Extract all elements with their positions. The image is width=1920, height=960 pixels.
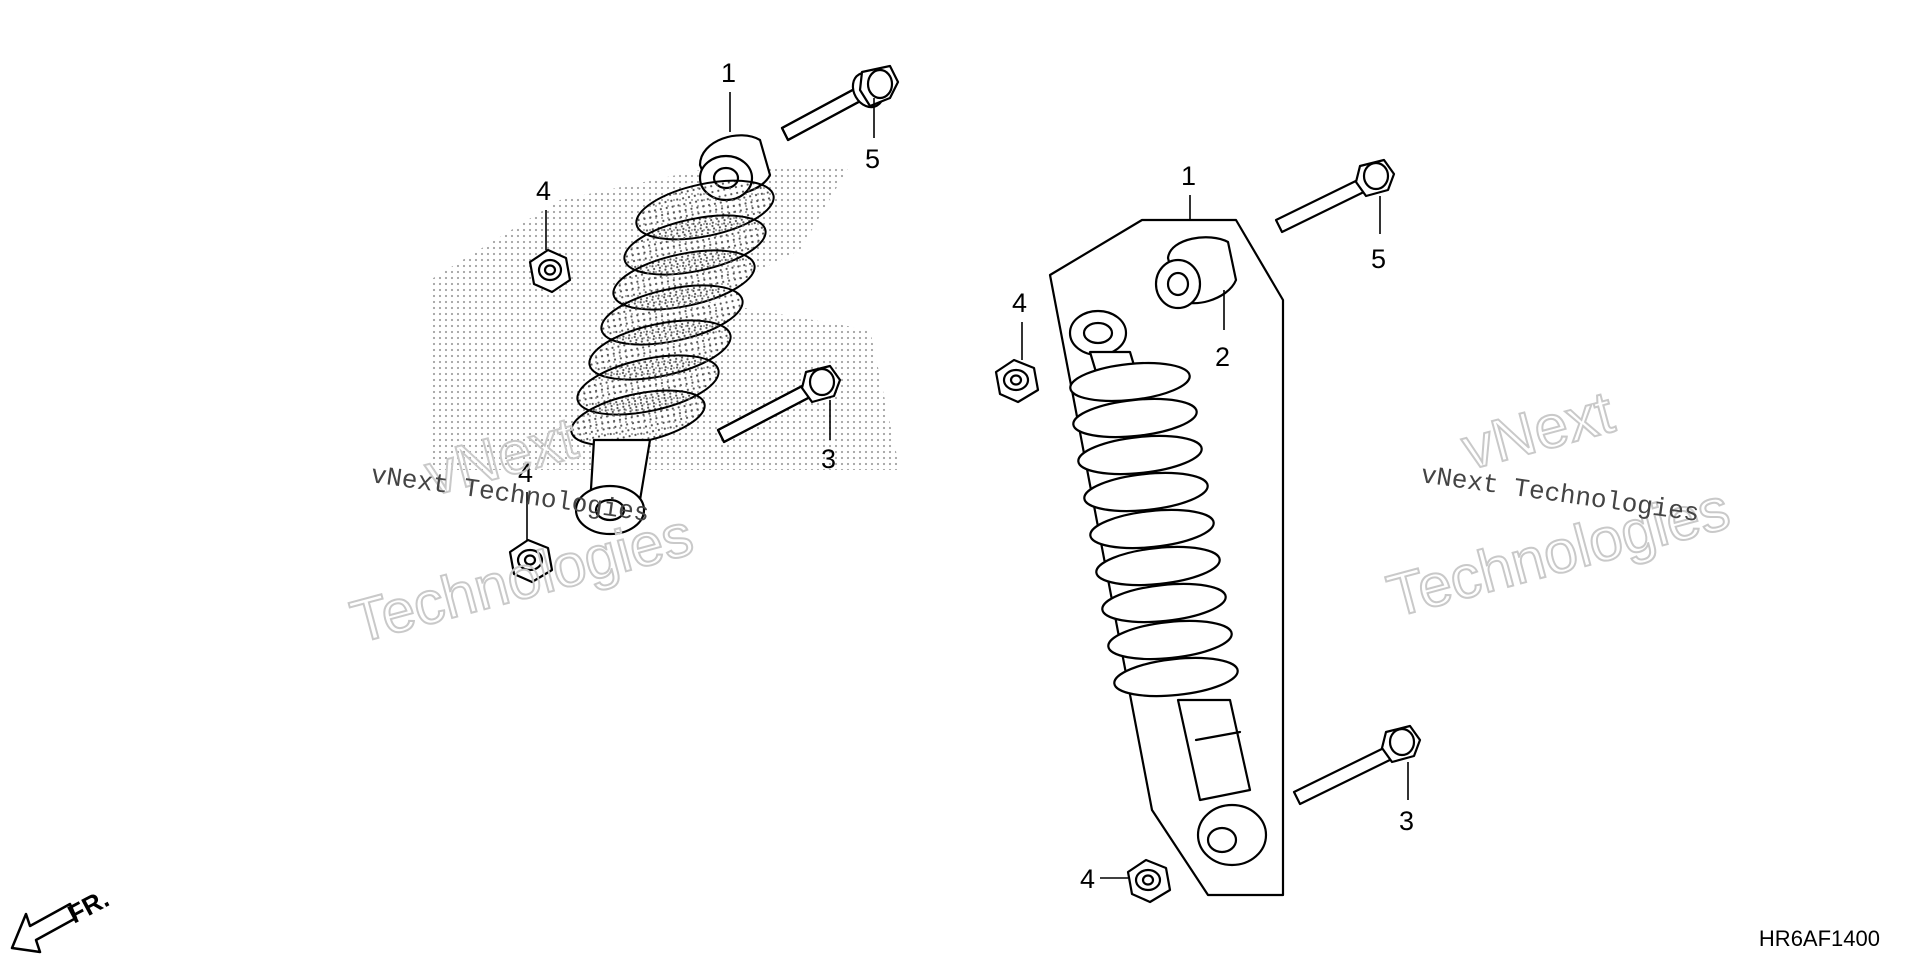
right-bolt-5: [1274, 158, 1396, 234]
callout-left-3: 3: [821, 444, 836, 474]
right-callouts: 1 2 5 4 3 4: [1012, 161, 1414, 894]
left-shock-assembly: [508, 64, 900, 584]
callout-left-5: 5: [865, 144, 880, 174]
right-nut-4-top: [994, 358, 1040, 404]
assembly-outline: [1048, 218, 1285, 897]
front-arrow-icon: [10, 902, 78, 954]
left-shock-absorber: [570, 134, 775, 536]
left-nut-4-top: [528, 248, 572, 294]
right-nut-4-bottom: [1126, 858, 1172, 904]
callout-left-4-top: 4: [536, 176, 551, 206]
diagram-code: HR6AF1400: [1759, 926, 1880, 951]
callout-right-2: 2: [1215, 342, 1230, 372]
callout-right-1: 1: [1181, 161, 1196, 191]
left-bolt-3: [716, 364, 842, 444]
right-bolt-3: [1292, 724, 1422, 806]
callout-right-4-top: 4: [1012, 288, 1027, 318]
right-shock-assembly: [994, 158, 1422, 904]
right-bushing-2: [1154, 236, 1238, 310]
left-nut-4-bottom: [508, 538, 554, 584]
left-bolt-5: [780, 64, 900, 142]
front-direction-indicator: FR.: [10, 883, 114, 954]
right-shock-absorber: [1068, 309, 1268, 867]
callout-right-4-bottom: 4: [1080, 864, 1095, 894]
callout-right-3: 3: [1399, 806, 1414, 836]
callout-left-1: 1: [721, 58, 736, 88]
watermark-right-brand: vNext: [1455, 378, 1621, 482]
callout-right-5: 5: [1371, 244, 1386, 274]
callout-left-4-bottom: 4: [518, 458, 533, 488]
left-callouts: 1 5 4 3 4: [518, 58, 880, 540]
